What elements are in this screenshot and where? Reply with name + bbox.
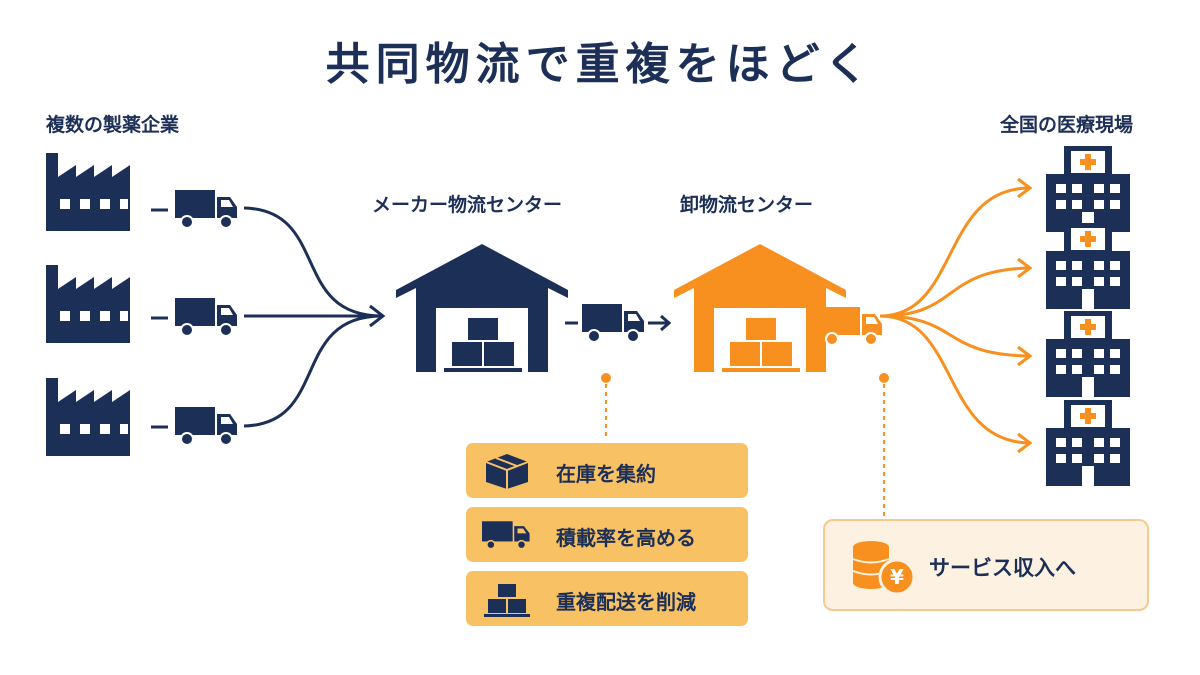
arrowhead-icon <box>1017 177 1033 199</box>
truck-icon <box>819 306 883 346</box>
connector-dot <box>601 373 611 383</box>
flow-arrow <box>879 314 1031 445</box>
benefit-item: 積載率を高める <box>466 507 748 562</box>
manufacturers-label: 複数の製薬企業 <box>46 114 180 136</box>
arrowhead-icon <box>660 314 672 332</box>
benefit-label: 在庫を集約 <box>556 462 656 486</box>
arrowhead-icon <box>1017 257 1033 279</box>
flow-arrow <box>243 206 383 318</box>
benefit-item: 在庫を集約 <box>466 443 748 498</box>
stacked-boxes-icon <box>484 584 530 617</box>
arrowhead-icon <box>1017 432 1033 454</box>
medical-sites-label: 全国の医療現場 <box>1000 114 1134 136</box>
flow-arrow <box>879 186 1031 318</box>
flow-arrow <box>879 314 1031 358</box>
truck-icon <box>581 303 645 343</box>
hospital-icon <box>1046 400 1130 486</box>
factory-icon <box>46 153 130 231</box>
truck-icon <box>174 189 238 229</box>
truck-icon <box>482 521 530 550</box>
arrowhead-icon <box>369 304 386 328</box>
factory-icon <box>46 265 130 343</box>
maker-warehouse-icon <box>396 244 568 372</box>
page-title: 共同物流で重複をほどく <box>325 39 875 90</box>
truck-icon <box>174 406 238 446</box>
arrowhead-icon <box>1017 345 1033 367</box>
benefit-label: 積載率を高める <box>556 526 696 550</box>
yen-symbol: ¥ <box>890 565 904 589</box>
truck-icon <box>174 297 238 337</box>
hospital-icon <box>1046 146 1130 232</box>
connector-dot <box>879 373 889 383</box>
flow-arrow <box>243 314 383 428</box>
flow-arrow <box>879 266 1031 318</box>
benefit-label: 重複配送を削減 <box>556 590 696 614</box>
revenue-label: サービス収入へ <box>929 556 1076 580</box>
wholesale-center-label: 卸物流センター <box>680 194 814 216</box>
coins-yen-icon: ¥ <box>852 541 916 596</box>
hospital-icon <box>1046 223 1130 309</box>
benefit-item: 重複配送を削減 <box>466 571 748 626</box>
factory-icon <box>46 378 130 456</box>
hospital-icon <box>1046 311 1130 397</box>
revenue-callout: ¥ サービス収入へ <box>823 519 1149 611</box>
box-icon <box>485 454 529 489</box>
maker-center-label: メーカー物流センター <box>372 194 563 216</box>
